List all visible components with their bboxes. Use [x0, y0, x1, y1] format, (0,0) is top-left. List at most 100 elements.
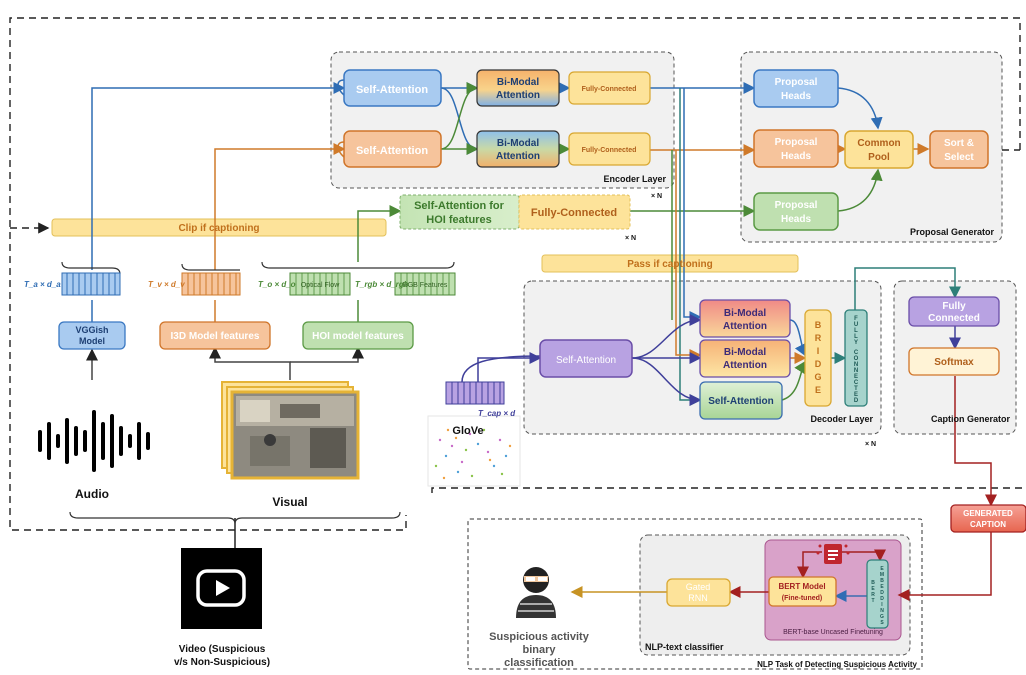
embed-letter: E — [880, 584, 884, 590]
vggish-model[interactable] — [58, 321, 126, 350]
glove-to-dec-sa — [477, 352, 542, 382]
hoi-model-label: HOI model features — [312, 331, 404, 342]
embed-letter: D — [880, 590, 884, 596]
fc-letter: N — [854, 368, 858, 374]
gated-rnn-label-1: Gated — [686, 582, 711, 592]
proposal-heads-2[interactable] — [753, 129, 839, 168]
clip-if-captioning-bar[interactable] — [51, 218, 387, 237]
enc-bimodal-2[interactable] — [476, 130, 560, 168]
fc-letter: U — [854, 322, 858, 328]
enc-bimodal-1[interactable] — [476, 69, 560, 107]
nlp-task-label: NLP Task of Detecting Suspicious Activit… — [757, 660, 917, 669]
dec-bm1-label-2: Attention — [723, 321, 767, 332]
decoder-layer-label: Decoder Layer — [810, 414, 873, 424]
enc-bm2-label-2: Attention — [496, 151, 540, 162]
bridge-letter: R — [815, 333, 822, 343]
bert-side-letter: R — [871, 592, 875, 598]
heads2-label-2: Heads — [781, 151, 811, 162]
pass-if-captioning-bar[interactable] — [541, 254, 799, 273]
gen-caption-label-2: CAPTION — [970, 520, 1006, 529]
fc-to-caption — [854, 267, 961, 310]
embed-letter: B — [880, 578, 884, 584]
document-icon — [816, 544, 850, 564]
doc-to-bert — [797, 551, 822, 579]
sort-label-1: Sort & — [944, 138, 974, 149]
fc-letter: E — [854, 392, 858, 398]
common-pool[interactable] — [844, 130, 914, 169]
proposal-heads-3[interactable] — [753, 192, 839, 231]
embed-letter: S — [880, 620, 884, 626]
sa2-loop — [337, 141, 345, 158]
caption-generator-label: Caption Generator — [931, 414, 1011, 424]
rgb-features-label: RGB Features — [403, 282, 448, 289]
i3d-model[interactable] — [159, 321, 271, 350]
generated-caption[interactable] — [950, 504, 1026, 533]
enc-fc-1[interactable] — [568, 71, 651, 105]
visual-to-hoi — [290, 346, 364, 363]
dec-bimodal-2[interactable] — [699, 339, 791, 378]
dec-self-attention-2[interactable] — [699, 381, 783, 420]
optical-flow-label: Optical Flow — [301, 282, 340, 289]
hoi-model[interactable] — [302, 321, 414, 350]
heads3-label-2: Heads — [781, 214, 811, 225]
dec-bimodal-1[interactable] — [699, 299, 791, 338]
bert-model-label-1: BERT Model — [778, 582, 825, 591]
visual-dim-label: T_v × d_v — [148, 280, 185, 289]
vggish-to-sa1 — [91, 82, 346, 270]
sa2-to-bridge — [781, 360, 806, 401]
enc-self-attention-2[interactable] — [343, 130, 442, 168]
fc-letter: Y — [854, 340, 858, 346]
bridge[interactable] — [804, 309, 832, 407]
audio-waveform-icon — [38, 410, 150, 472]
hoi-times-n: × N — [625, 235, 636, 242]
encoder-layer-label: Encoder Layer — [603, 174, 666, 184]
output-label-3: classification — [504, 657, 574, 669]
output-label-2: binary — [522, 644, 556, 656]
embeddings-box[interactable] — [866, 559, 889, 629]
cap-fc-label-1: Fully — [942, 301, 966, 312]
bert-model[interactable] — [768, 576, 837, 607]
of-dim-label: T_o × d_o — [258, 280, 296, 289]
heads3-to-pool — [837, 168, 883, 212]
bridge-letter: G — [814, 372, 821, 382]
enc-bm2-label-1: Bi-Modal — [497, 138, 539, 149]
enc-bm1-label-1: Bi-Modal — [497, 77, 539, 88]
audio-dim-label: T_a × d_a — [24, 280, 61, 289]
classifier-label: NLP-text classifier — [645, 642, 724, 652]
dec-fully-connected[interactable] — [844, 309, 868, 407]
optical-flow-strip — [289, 272, 351, 296]
encoder-times-n: × N — [651, 193, 662, 200]
sa2-to-bm1 — [440, 82, 479, 150]
pass-bar-label: Pass if captioning — [627, 259, 713, 270]
bridge-letter: I — [817, 346, 820, 356]
embed-letter: E — [880, 566, 884, 572]
dsa-to-bm1 — [631, 314, 702, 359]
proposal-heads-1[interactable] — [753, 69, 839, 108]
vggish-label-2: Model — [79, 336, 105, 346]
dec-bm2-label-1: Bi-Modal — [724, 347, 766, 358]
enc-self-attention-1[interactable] — [343, 69, 442, 107]
hoi-fc[interactable] — [518, 194, 631, 230]
enc-fc-2[interactable] — [568, 132, 651, 166]
softmax[interactable] — [908, 347, 1000, 376]
vggish-label-1: VGGish — [75, 325, 108, 335]
gated-rnn-label-2: RNN — [688, 593, 708, 603]
doc-to-embed — [840, 549, 886, 562]
dec-self-attention[interactable] — [539, 339, 633, 378]
brace-i3d — [181, 263, 240, 271]
heads3-label-1: Proposal — [775, 200, 818, 211]
dsa-to-sa2 — [631, 357, 702, 406]
gen-caption-label-1: GENERATED — [963, 509, 1013, 518]
hoi-fc-label: Fully-Connected — [531, 207, 617, 219]
glove-to-dec-sa-2 — [461, 355, 541, 383]
rgb-dim-label: T_rgb × d_rgb — [355, 280, 409, 289]
cap-fully-connected[interactable] — [908, 296, 1000, 327]
outer-dashed-loop — [9, 17, 1021, 531]
gated-rnn[interactable] — [666, 578, 731, 607]
heads1-label-2: Heads — [781, 91, 811, 102]
heads1-label-1: Proposal — [775, 77, 818, 88]
sort-select[interactable] — [929, 130, 989, 169]
video-label-2: v/s Non-Suspicious) — [174, 657, 270, 668]
fc-letter: E — [854, 374, 858, 380]
